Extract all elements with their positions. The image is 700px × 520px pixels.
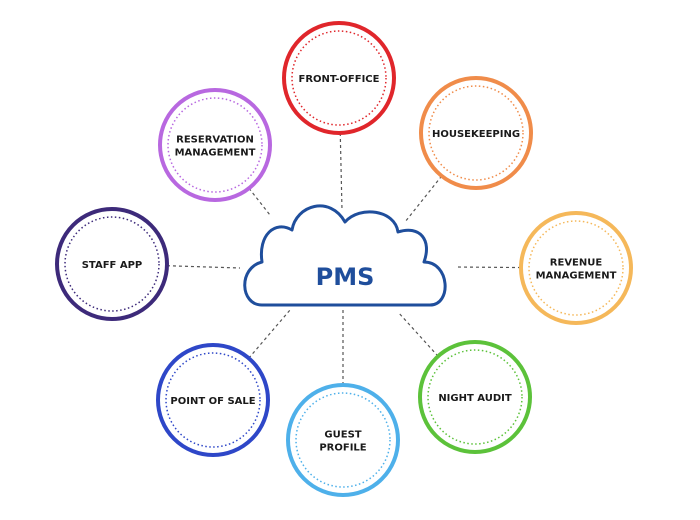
module-ring	[519, 211, 633, 325]
module-dotted-ring	[167, 97, 263, 193]
module-label: MANAGEMENT	[175, 148, 256, 159]
module-reservation-management: RESERVATION MANAGEMENT	[158, 88, 272, 202]
revenue-management-connector	[454, 266, 522, 269]
module-night-audit: NIGHT AUDIT	[418, 340, 532, 454]
module-ring	[156, 343, 270, 457]
module-dotted-ring	[295, 392, 391, 488]
housekeeping-connector	[404, 175, 443, 223]
reservation-management-connector	[248, 187, 271, 216]
module-ring	[418, 340, 532, 454]
module-ring	[282, 21, 396, 135]
staff-app-connector	[166, 265, 241, 269]
module-dotted-ring	[64, 216, 160, 312]
module-guest-profile: GUEST PROFILE	[286, 383, 400, 497]
night-audit-connector	[397, 311, 439, 357]
module-staff-app: STAFF APP	[55, 207, 169, 321]
front-office-connector	[339, 132, 343, 211]
module-housekeeping: HOUSEKEEPING	[419, 76, 533, 190]
module-label: RESERVATION	[176, 135, 254, 146]
module-label: HOUSEKEEPING	[432, 129, 520, 140]
module-label: NIGHT AUDIT	[438, 393, 512, 404]
module-dotted-ring	[428, 85, 524, 181]
module-label: POINT OF SALE	[170, 396, 255, 407]
module-label: PROFILE	[319, 443, 366, 454]
module-dotted-ring	[165, 352, 261, 448]
module-label: MANAGEMENT	[536, 271, 617, 282]
module-point-of-sale: POINT OF SALE	[156, 343, 270, 457]
module-label: STAFF APP	[82, 260, 143, 271]
pms-label: PMS	[316, 263, 375, 291]
module-dotted-ring	[291, 30, 387, 126]
module-label: GUEST	[324, 430, 361, 441]
pms-cloud: PMS	[243, 204, 447, 307]
module-ring	[55, 207, 169, 321]
module-revenue-management: REVENUE MANAGEMENT	[519, 211, 633, 325]
module-dotted-ring	[528, 220, 624, 316]
module-label: FRONT-OFFICE	[299, 74, 380, 85]
module-ring	[419, 76, 533, 190]
module-ring	[158, 88, 272, 202]
point-of-sale-connector	[248, 309, 291, 359]
module-label: REVENUE	[550, 258, 603, 269]
module-front-office: FRONT-OFFICE	[282, 21, 396, 135]
module-ring	[286, 383, 400, 497]
module-dotted-ring	[427, 349, 523, 445]
